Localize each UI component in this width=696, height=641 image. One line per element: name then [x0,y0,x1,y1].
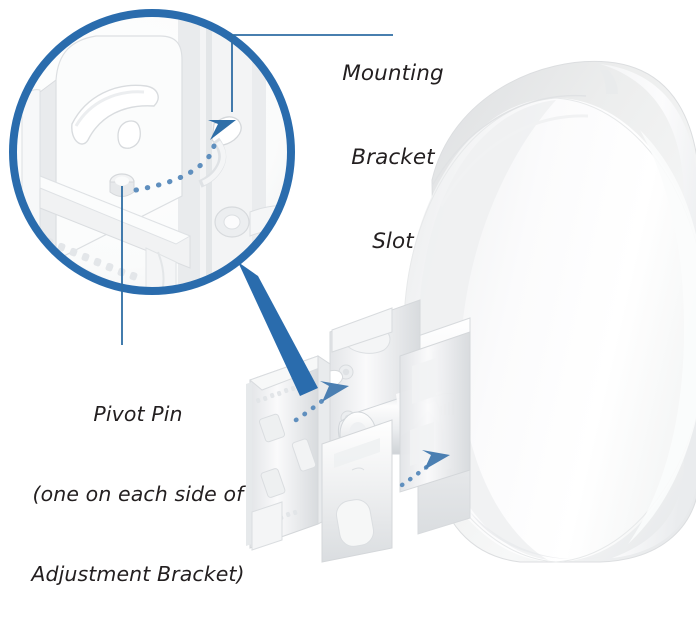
callout-mounting-line-3: Slot [372,228,414,254]
magnifier-pointer [238,262,318,396]
callout-pivot-pin: Pivot Pin (one on each side of Adjustmen… [14,348,262,641]
callout-mounting-bracket-slot: Mounting Bracket Slot [318,4,468,311]
technical-illustration-artwork [9,9,696,563]
front-cover-plate [321,419,393,563]
leader-mounting-bracket-slot [231,34,393,112]
bracket-ear-top [331,307,393,353]
adjustment-bracket [246,355,332,551]
callout-mounting-line-1: Mounting [342,60,444,86]
mount-assembly [246,299,471,563]
magnifier-ring [9,9,295,295]
illustration-canvas: Mounting Bracket Slot Pivot Pin (one on … [9,4,696,587]
callout-pivot-line-2: (one on each side of [32,482,244,507]
antenna-dish [403,60,696,563]
callout-mounting-line-2: Bracket [351,144,435,170]
arrow-upper-pin-into-slot [293,381,349,423]
callout-pivot-line-3: Adjustment Bracket) [31,562,245,587]
clamp-plate-right [399,331,471,493]
arrow-lower-pin-into-slot [399,450,450,488]
callout-pivot-line-1: Pivot Pin [93,402,183,427]
detail-magnifier [9,9,295,295]
arrow-detail-pin-into-slot [133,120,236,193]
bracket-teeth [45,237,138,281]
